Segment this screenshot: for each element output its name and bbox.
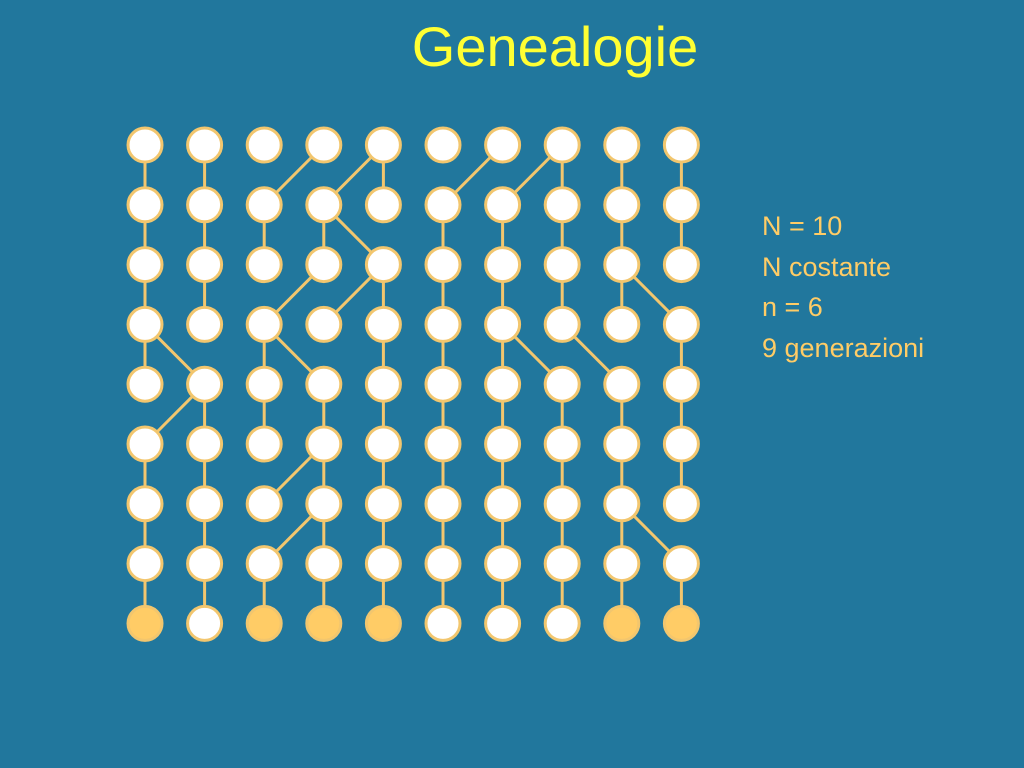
individual [543,425,581,463]
individual [186,545,224,583]
individual [662,365,700,403]
individual [543,305,581,343]
individual [543,246,581,284]
individual [543,365,581,403]
individual [484,305,522,343]
individual [603,186,641,224]
individual [186,126,224,164]
individual [126,425,164,463]
sampled-individual [364,604,402,642]
individual [364,305,402,343]
individual [603,305,641,343]
individual [305,186,343,224]
individual [245,485,283,523]
individual [245,126,283,164]
individual [364,485,402,523]
individual [186,186,224,224]
individual [662,186,700,224]
individual [484,246,522,284]
individual [245,425,283,463]
individual [186,485,224,523]
individual [424,604,462,642]
individual [543,186,581,224]
individual [126,545,164,583]
individual [305,425,343,463]
individual [603,126,641,164]
individual [484,425,522,463]
individual [484,126,522,164]
individual [305,365,343,403]
individual [484,485,522,523]
individual [424,246,462,284]
individual [424,305,462,343]
individual [662,305,700,343]
individual [126,305,164,343]
individual [364,186,402,224]
individual [543,545,581,583]
individual [364,246,402,284]
individual [662,126,700,164]
sampled-individual [603,604,641,642]
individual [484,604,522,642]
individual [424,545,462,583]
individual [662,485,700,523]
individual [364,365,402,403]
individual [603,485,641,523]
info-constant-size: N costante [762,251,892,282]
individual [126,126,164,164]
individual [245,545,283,583]
individual [603,246,641,284]
individual [186,246,224,284]
individual [305,126,343,164]
individual [424,425,462,463]
individual [603,365,641,403]
individual [245,365,283,403]
individual [305,545,343,583]
info-generations: 9 generazioni [762,332,925,363]
individual [126,246,164,284]
individuals [126,126,700,642]
sampled-individual [305,604,343,642]
individual [245,305,283,343]
individual [424,186,462,224]
individual [543,485,581,523]
individual [364,425,402,463]
individual [186,305,224,343]
info-sample-size: n = 6 [762,292,823,322]
individual [305,485,343,523]
individual [662,545,700,583]
individual [126,485,164,523]
individual [543,604,581,642]
individual [662,246,700,284]
individual [543,126,581,164]
sampled-individual [662,604,700,642]
individual [305,305,343,343]
individual [126,365,164,403]
sampled-individual [126,604,164,642]
individual [424,485,462,523]
info-population-size: N = 10 [762,211,843,241]
individual [424,365,462,403]
individual [603,425,641,463]
individual [126,186,164,224]
individual [186,604,224,642]
individual [364,126,402,164]
individual [245,246,283,284]
individual [424,126,462,164]
sampled-individual [245,604,283,642]
individual [662,425,700,463]
individual [484,545,522,583]
individual [186,425,224,463]
individual [484,365,522,403]
lineage-links [143,143,683,624]
slide-title: Genealogie [411,15,699,78]
individual [364,545,402,583]
individual [484,186,522,224]
individual [186,365,224,403]
individual [603,545,641,583]
individual [245,186,283,224]
info-panel: N = 10 N costante n = 6 9 generazioni [762,206,924,368]
individual [305,246,343,284]
